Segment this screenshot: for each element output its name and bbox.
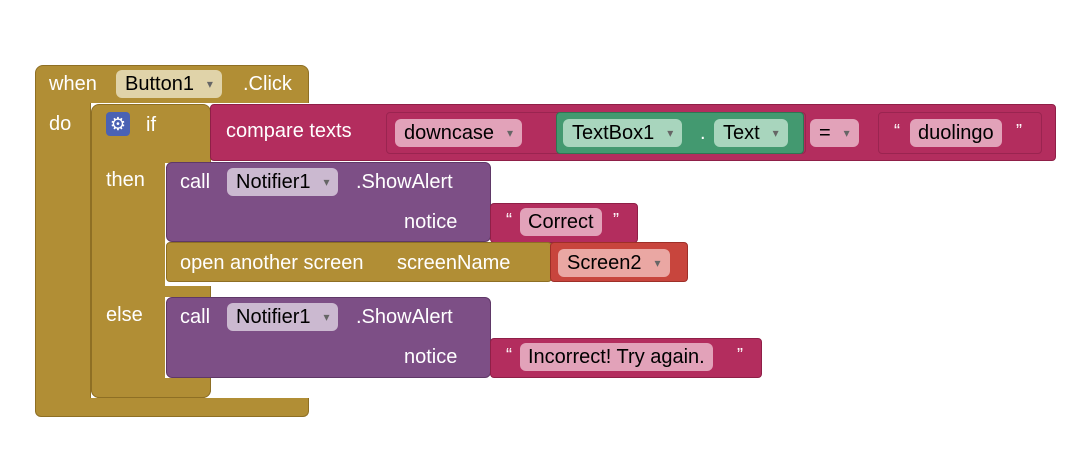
then-notice-label: notice	[404, 211, 458, 233]
textbox-property-dropdown[interactable]: Text	[714, 119, 788, 147]
else-notice-text-field[interactable]: Incorrect! Try again.	[520, 343, 713, 371]
then-label: then	[106, 169, 145, 191]
downcase-dropdown[interactable]: downcase	[395, 119, 523, 147]
screen-name-label: screenName	[397, 252, 511, 274]
if-label: if	[146, 114, 156, 136]
else-notice-label: notice	[404, 346, 458, 368]
event-block-bottom	[35, 398, 309, 417]
else-notifier-dropdown[interactable]: Notifier1	[227, 303, 339, 331]
then-notice-text-field[interactable]: Correct	[520, 208, 602, 236]
then-notifier-dropdown[interactable]: Notifier1	[227, 168, 339, 196]
gear-icon[interactable]: ⚙	[106, 112, 130, 136]
compare-operator-dropdown[interactable]: =	[810, 119, 859, 147]
event-name-label: .Click	[243, 73, 292, 95]
if-block-bottom	[91, 378, 211, 398]
open-screen-label: open another screen	[180, 252, 364, 274]
duolingo-text-field[interactable]: duolingo	[910, 119, 1002, 147]
then-method-label: .ShowAlert	[356, 171, 453, 193]
event-do-label: do	[49, 113, 72, 135]
property-dot: .	[700, 122, 706, 144]
event-when-label: when	[49, 73, 97, 95]
close-quote: ”	[1016, 121, 1022, 141]
open-quote: “	[894, 121, 900, 141]
then-close-quote: ”	[613, 210, 619, 230]
compare-texts-label: compare texts	[226, 120, 352, 142]
then-open-quote: “	[506, 210, 512, 230]
then-call-label: call	[180, 171, 211, 193]
open-another-screen-block[interactable]	[166, 242, 552, 282]
else-method-label: .ShowAlert	[356, 306, 453, 328]
textbox-component-dropdown[interactable]: TextBox1	[563, 119, 683, 147]
else-call-label: call	[180, 306, 211, 328]
event-component-dropdown[interactable]: Button1	[116, 70, 222, 98]
else-label: else	[106, 304, 143, 326]
screen-name-dropdown[interactable]: Screen2	[558, 249, 670, 277]
else-close-quote: ”	[737, 345, 743, 365]
else-open-quote: “	[506, 345, 512, 365]
